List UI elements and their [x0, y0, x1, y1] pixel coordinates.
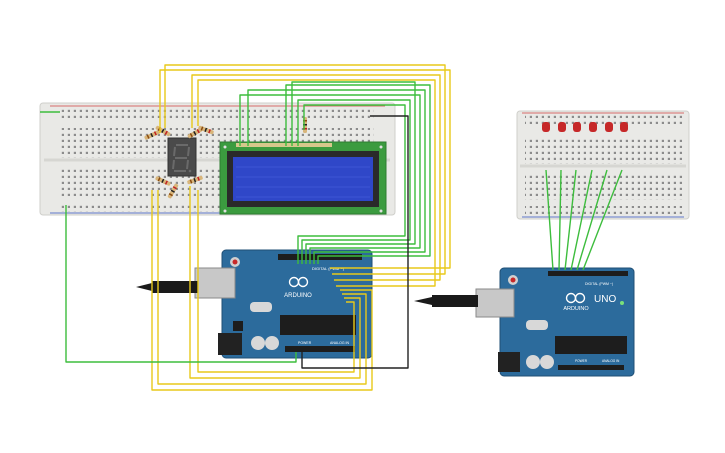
led-row[interactable] — [542, 122, 628, 132]
uno-model-label: UNO — [594, 294, 616, 305]
breadboard-right[interactable] — [516, 110, 690, 220]
arduino-uno-left[interactable]: ARDUINO DIGITAL (PWM ~) POWER ANALOG IN — [194, 249, 373, 359]
led-icon — [589, 122, 597, 132]
wire-black[interactable] — [301, 115, 409, 369]
usb-cable-left[interactable] — [136, 281, 198, 293]
lcd-module[interactable] — [219, 141, 387, 215]
arduino-brand-label: ARDUINO — [563, 306, 589, 312]
power-header-label: POWER — [298, 341, 312, 345]
usb-cable-right[interactable] — [414, 295, 478, 307]
led-icon — [573, 122, 581, 132]
analog-header-label: ANALOG IN — [330, 341, 350, 345]
led-icon — [542, 122, 550, 132]
led-icon — [605, 122, 613, 132]
analog-header-label: ANALOG IN — [602, 359, 620, 363]
led-icon — [620, 122, 628, 132]
led-icon — [558, 122, 566, 132]
arduino-uno-right[interactable]: ARDUINO UNO DIGITAL (PWM ~) POWER ANALOG… — [475, 267, 635, 377]
digital-header-label: DIGITAL (PWM ~) — [585, 282, 613, 286]
arduino-brand-label: ARDUINO — [284, 293, 312, 299]
wires-green[interactable] — [40, 81, 623, 363]
digital-header-label: DIGITAL (PWM ~) — [312, 266, 345, 271]
wires-yellow[interactable] — [151, 64, 451, 391]
power-header-label: POWER — [575, 359, 588, 363]
seven-segment-display[interactable] — [167, 137, 197, 177]
